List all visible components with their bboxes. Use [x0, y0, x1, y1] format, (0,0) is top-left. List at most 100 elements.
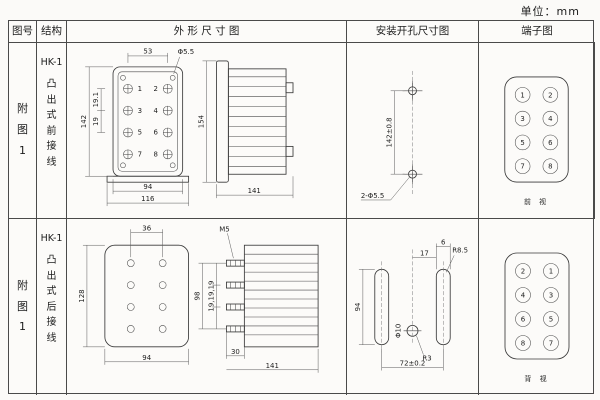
row2-fig-no: 附 图 1	[9, 219, 37, 395]
center-hole-label: Φ10	[395, 324, 403, 338]
relay-side-view	[216, 60, 294, 183]
terminal-number: 6	[521, 316, 526, 324]
stud-threads	[230, 260, 241, 332]
screw-number: 5	[138, 129, 142, 137]
screw-number: 1	[138, 85, 142, 93]
dim-front-height: 142	[80, 115, 88, 128]
terminal-number: 2	[548, 91, 552, 99]
terminal-number: 6	[548, 139, 552, 147]
dim-side-rear-front: 30	[231, 348, 240, 356]
spec-table: 图号 结构 外 形 尺 寸 图 安装开孔尺寸图 端子图 附 图 1 HK-1 凸…	[8, 20, 595, 395]
mounting-drawing-front-wiring: 142±0.8 2-Φ5.5	[360, 70, 423, 201]
header-structure: 结构	[37, 21, 67, 43]
dim-side-rear-height: 98	[194, 292, 202, 301]
side-rear-dimension-lines	[198, 233, 319, 373]
slot-centerlines	[381, 249, 444, 353]
screw-number: 3	[138, 107, 142, 115]
mounting-dimension-lines	[360, 90, 410, 201]
side-rear-ribs	[244, 253, 319, 336]
terminal-diagram-front-view: 1 2 3 4 5 6 7 8 前 视	[504, 76, 569, 206]
row2-outline-cell: 36 128 94	[67, 219, 347, 395]
dim-mounting-span: 142±0.8	[386, 117, 394, 147]
dim-front-pitch-b: 19	[92, 117, 100, 126]
relay-front-view	[106, 66, 190, 183]
side-view-ribs	[228, 76, 287, 167]
relay-side-view-rear	[243, 244, 319, 348]
terminal-number: 8	[521, 340, 525, 348]
dim-front-pitch-a: 19.1	[92, 92, 100, 107]
mounting-rear-dimension-lines	[358, 243, 455, 371]
row1-mounting-cell: 142±0.8 2-Φ5.5	[347, 43, 479, 219]
dim-mounting-b: 6	[441, 238, 445, 246]
header-outline: 外 形 尺 寸 图	[67, 21, 347, 43]
side-dimension-lines	[202, 60, 294, 199]
terminal-number: 5	[549, 316, 553, 324]
dim-rear-top: 36	[142, 224, 151, 232]
row1-structure: HK-1 凸 出 式 前 接 线	[37, 43, 67, 219]
screw-number: 2	[154, 85, 158, 93]
unit-label: 单位：mm	[520, 5, 580, 18]
header-mounting: 安装开孔尺寸图	[347, 21, 479, 43]
thread-label: M5	[219, 225, 229, 233]
terminal-number: 5	[520, 139, 524, 147]
relay-rear-view	[104, 244, 189, 348]
row1-model: HK-1	[40, 57, 63, 68]
terminal-circles	[514, 87, 559, 174]
row2-terminal-cell: 2 1 4 3 6 5 8 7 背 视	[479, 219, 595, 395]
mounting-holes-label: 2-Φ5.5	[361, 192, 384, 200]
dim-rear-width: 94	[142, 354, 151, 362]
terminal-number: 7	[520, 163, 524, 171]
dim-front-hole: Φ5.5	[178, 48, 195, 56]
terminal-number: 1	[520, 91, 524, 99]
terminal-view-label: 背 视	[524, 374, 549, 383]
rear-dimension-lines	[82, 229, 189, 365]
terminal-number: 3	[520, 115, 524, 123]
terminal-numbers: 2 1 4 3 6 5 8 7	[521, 268, 553, 348]
terminal-diagram-rear-view: 2 1 4 3 6 5 8 7 背 视	[504, 252, 570, 383]
screw-number: 6	[154, 129, 158, 137]
terminal-numbers: 1 2 3 4 5 6 7 8	[520, 91, 553, 170]
dim-mounting-span: 72±0.2	[400, 360, 426, 368]
dim-mounting-a: 17	[420, 249, 429, 257]
header-terminal: 端子图	[479, 21, 595, 43]
terminal-block-outline	[504, 76, 569, 183]
hole-crosshairs	[402, 80, 423, 185]
terminal-number: 4	[548, 115, 553, 123]
outline-drawing-front-wiring: 1 2 3 4 5 6 7 8	[80, 47, 294, 207]
dim-side-depth: 141	[248, 187, 261, 195]
dim-side-height: 154	[198, 114, 206, 128]
dim-rear-height: 128	[78, 289, 86, 302]
row2-model: HK-1	[40, 233, 63, 244]
screw-number: 7	[138, 151, 142, 159]
row2-structure-desc: 凸 出 式 后 接 线	[46, 255, 57, 344]
relay-front-detail	[117, 71, 178, 172]
row1-structure-desc: 凸 出 式 前 接 线	[46, 79, 57, 168]
mounting-drawing-rear-wiring: 17 6 R8.5 94 Φ10 R3 72±0.2	[354, 238, 468, 371]
terminal-block-outline	[504, 252, 570, 360]
terminal-screw-numbers: 1 2 3 4 5 6 7 8	[138, 85, 159, 159]
row2-mounting-cell: 17 6 R8.5 94 Φ10 R3 72±0.2	[347, 219, 479, 395]
screw-number: 4	[154, 107, 159, 115]
row1-outline-cell: 1 2 3 4 5 6 7 8	[67, 43, 347, 219]
terminal-view-label: 前 视	[524, 197, 549, 206]
dim-mounting-height: 94	[354, 302, 362, 311]
rear-terminal-holes	[127, 259, 167, 333]
screw-number: 8	[154, 151, 158, 159]
terminal-screws	[123, 83, 173, 160]
slot-radius-label: R8.5	[452, 246, 468, 254]
dim-side-rear-pitches: 19,19,19	[207, 281, 215, 312]
dim-front-flange-width: 116	[141, 195, 154, 203]
terminal-number: 3	[549, 292, 553, 300]
header-fig-no: 图号	[9, 21, 37, 43]
front-dimension-lines	[85, 52, 189, 207]
terminal-circles	[515, 263, 559, 351]
row2-structure: HK-1 凸 出 式 后 接 线	[37, 219, 67, 395]
outline-drawing-rear-wiring: 36 128 94	[78, 224, 319, 373]
small-radius-label: R3	[422, 355, 431, 363]
terminal-number: 1	[549, 268, 553, 276]
terminal-number: 8	[548, 163, 552, 171]
dim-front-top: 53	[143, 47, 152, 55]
dim-front-body-width: 94	[143, 183, 152, 191]
terminal-number: 7	[549, 340, 553, 348]
